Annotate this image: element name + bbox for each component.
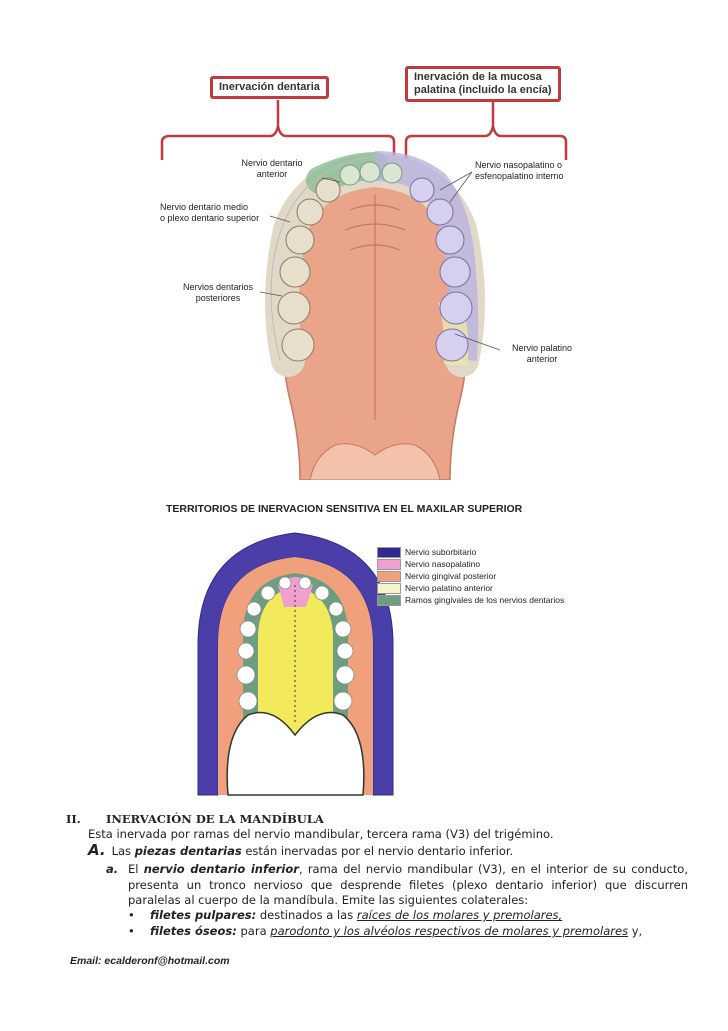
label-nervio-palatino-anterior: Nervio palatino anterior [502,343,582,365]
palate-illustration [160,100,568,481]
legend-item-ramos-gingivales: Ramos gingivales de los nervios dentario… [377,594,564,606]
label-posteriores-line2: posteriores [195,293,241,303]
legend-swatch [377,546,401,558]
soft-palate [309,443,441,481]
bullet-dot: • [128,908,135,922]
legend-item-palatino-anterior: Nervio palatino anterior [377,582,564,594]
label-nervios-dentarios-posteriores: Nervios dentarios posteriores [174,282,262,304]
label-anterior-line2: anterior [256,169,288,179]
section-number: II. [66,812,81,826]
legend-swatch [377,594,401,606]
legend-label: Nervio gingival posterior [405,571,497,581]
item-A: A. Las piezas dentarias están inervadas p… [88,841,514,860]
figure-inervation-territories [188,525,403,805]
item-A-bold: piezas dentarias [134,844,242,858]
legend-swatch [377,558,401,570]
label-box-left-text: Inervación dentaria [219,81,320,93]
label-box-right-line1: Inervación de la mucosa [414,71,542,83]
item-A-letter: A. [88,841,106,859]
label-medio-line2: o plexo dentario superior [160,213,260,223]
item-a-letter: a. [106,862,119,876]
label-palatino-line2: anterior [526,354,558,364]
label-box-inervacion-mucosa: Inervación de la mucosa palatina (inclui… [405,66,561,102]
legend-label: Nervio suborbitario [405,547,477,557]
legend-item-nasopalatino: Nervio nasopalatino [377,558,564,570]
territories-illustration [197,532,394,796]
label-nasopalatino-line1: Nervio nasopalatino o [475,160,563,170]
figure-palate-innervation: Inervación dentaria Inervación de la muc… [150,60,590,481]
label-palatino-line1: Nervio palatino [511,343,573,353]
label-anterior-line1: Nervio dentario [241,158,303,168]
legend-swatch [377,570,401,582]
footer-email[interactable]: Email: ecalderonf@hotmail.com [70,955,230,967]
section-intro: Esta inervada por ramas del nervio mandi… [88,827,554,841]
bullet1-underlined: raíces de los molares y premolares, [356,908,563,922]
bullet2-text: para [236,924,271,938]
label-nervio-dentario-medio: Nervio dentario medio o plexo dentario s… [160,202,272,224]
bracket-right [404,125,568,160]
label-nervio-nasopalatino: Nervio nasopalatino o esfenopalatino int… [475,160,587,182]
figure2-title: TERRITORIOS DE INERVACION SENSITIVA EN E… [166,503,523,515]
bullet1-text: destinados a las [256,908,357,922]
item-A-post: están inervadas por el nervio dentario i… [241,844,514,858]
bullet-dot: • [128,924,135,938]
legend-item-gingival-posterior: Nervio gingival posterior [377,570,564,582]
bullet2-bold: filetes óseos: [150,924,237,938]
item-a: a. El nervio dentario inferior, rama del… [106,862,688,907]
label-nasopalatino-line2: esfenopalatino interno [475,171,564,181]
label-nervio-dentario-anterior: Nervio dentario anterior [224,158,320,180]
bullet-filetes-oseos: • filetes óseos: para parodonto y los alv… [128,924,688,940]
legend-item-suborbitario: Nervio suborbitario [377,546,564,558]
item-a-body: El nervio dentario inferior, rama del ne… [128,862,688,909]
legend-label: Nervio palatino anterior [405,583,493,593]
bullet-filetes-pulpares: • filetes pulpares: destinados a las raíc… [128,908,688,924]
item-a-bold: nervio dentario inferior [143,862,299,876]
bullet2-end: y, [628,924,643,938]
section-title: INERVACIÓN DE LA MANDÍBULA [106,812,324,826]
figure2-legend: Nervio suborbitario Nervio nasopalatino … [377,546,564,606]
label-box-inervacion-dentaria: Inervación dentaria [210,76,329,99]
label-medio-line1: Nervio dentario medio [160,202,249,212]
label-posteriores-line1: Nervios dentarios [182,282,254,292]
legend-swatch [377,582,401,594]
label-box-right-line2: palatina (incluido la encía) [414,84,552,96]
item-a-post: , rama del nervio mandibular (V3), en el… [128,862,688,907]
legend-label: Ramos gingivales de los nervios dentario… [405,595,565,605]
item-A-pre: Las [111,844,135,858]
item-a-pre: El [128,862,144,876]
bullet1-bold: filetes pulpares: [150,908,257,922]
legend-label: Nervio nasopalatino [405,559,481,569]
bullet2-underlined: parodonto y los alvéolos respectivos de … [270,924,629,938]
